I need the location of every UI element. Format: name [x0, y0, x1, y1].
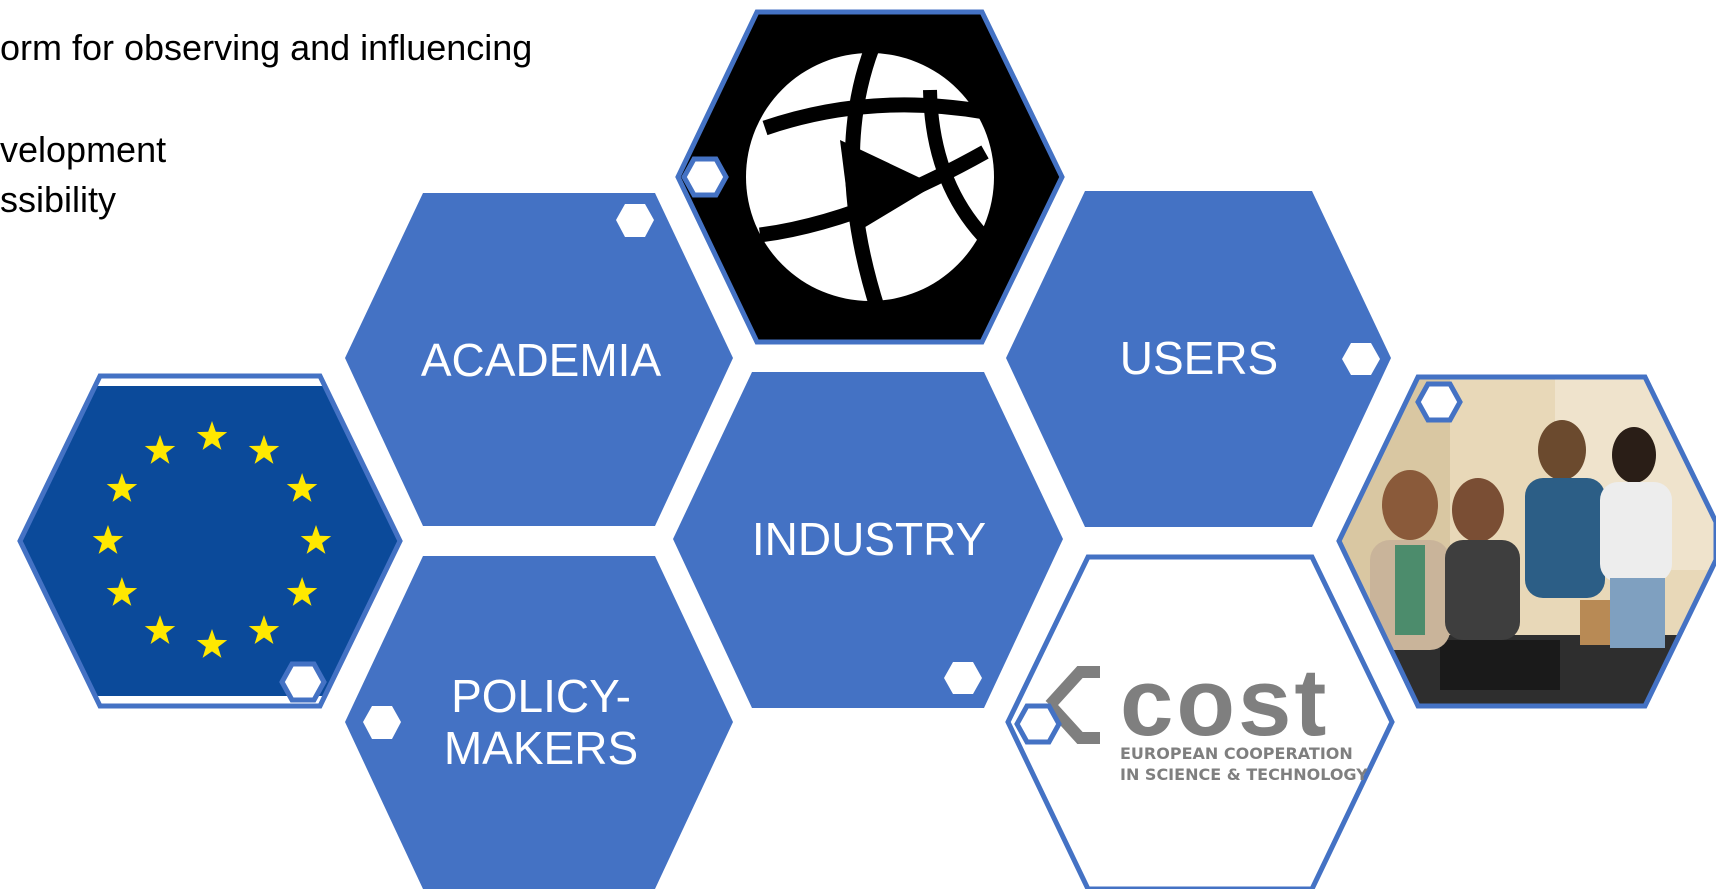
hex-eu-flag — [17, 373, 403, 709]
eu-star-icon — [196, 629, 228, 658]
connector-dot — [1415, 381, 1463, 423]
hex-users-label: USERS — [1120, 332, 1278, 384]
connector-dot — [681, 156, 729, 198]
hex-users-shape — [1006, 191, 1391, 527]
eu-star-icon — [248, 615, 280, 644]
connector-dot — [616, 204, 654, 237]
connector-dot — [1342, 343, 1380, 375]
connector-dot — [279, 661, 327, 703]
hex-academia-shape — [345, 193, 733, 526]
hex-academia: ACADEMIA — [345, 193, 733, 526]
hex-cost-logo: cost EUROPEAN COOPERATION IN SCIENCE & T… — [1005, 554, 1395, 889]
hex-policy-makers-label-2: MAKERS — [444, 722, 638, 774]
cost-tagline-1: EUROPEAN COOPERATION — [1120, 744, 1353, 763]
eu-star-icon — [196, 421, 228, 450]
connector-dot — [944, 662, 982, 694]
eu-star-icon — [286, 473, 318, 502]
eu-star-icon — [300, 525, 332, 554]
eu-star-icon — [144, 434, 176, 464]
team-photo-image — [1339, 377, 1716, 706]
cost-wordmark: cost — [1120, 649, 1329, 756]
hex-policy-makers: POLICY- MAKERS — [345, 556, 733, 889]
hex-eu-flag-border — [17, 373, 403, 709]
cost-tagline-2: IN SCIENCE & TECHNOLOGY — [1120, 765, 1368, 784]
cost-logo-icon: cost EUROPEAN COOPERATION IN SCIENCE & T… — [1045, 649, 1368, 784]
hex-academia-label: ACADEMIA — [421, 334, 662, 386]
connector-dot — [363, 706, 401, 739]
hex-industry: INDUSTRY — [673, 372, 1063, 708]
eu-star-icon — [286, 577, 318, 606]
eu-star-icon — [248, 434, 280, 464]
eu-star-icon — [144, 615, 176, 644]
hex-policy-makers-shape — [345, 556, 733, 889]
hex-policy-makers-label-1: POLICY- — [451, 670, 631, 722]
eu-stars — [92, 421, 332, 658]
eu-star-icon — [106, 473, 138, 502]
globe-logo-icon — [746, 45, 1000, 313]
connector-dot — [1014, 703, 1062, 745]
hex-team-photo-border — [1336, 374, 1716, 709]
bullet-line-2: velopment — [0, 129, 167, 170]
bullet-line-1: orm for observing and influencing — [0, 27, 533, 68]
hex-team-photo — [1336, 374, 1716, 709]
hex-users: USERS — [1006, 191, 1391, 527]
hex-globe-logo — [675, 9, 1065, 345]
bullet-line-3: ssibility — [0, 179, 117, 220]
hex-industry-shape — [673, 372, 1063, 708]
hex-industry-label: INDUSTRY — [752, 513, 986, 565]
eu-star-icon — [92, 525, 124, 554]
eu-star-icon — [106, 577, 138, 606]
